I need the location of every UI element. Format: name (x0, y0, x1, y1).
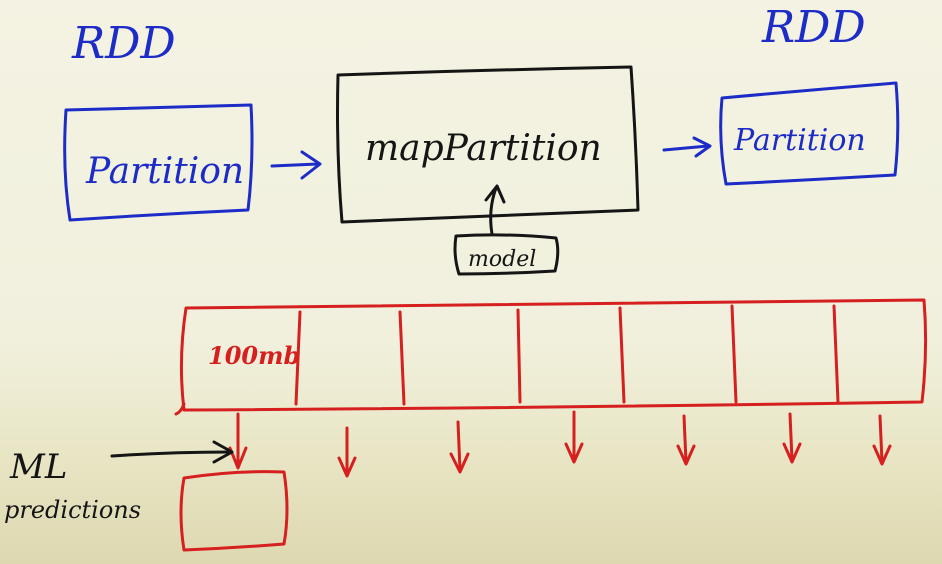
prediction-output-box (179, 470, 289, 552)
dataset-divider (398, 310, 406, 406)
model-box (453, 233, 560, 276)
dataset-divider (516, 308, 522, 404)
down-arrow-7 (872, 414, 892, 466)
output-arrows (228, 410, 892, 478)
down-arrow-1 (228, 412, 248, 470)
down-arrow-3 (449, 420, 470, 474)
arrow-to-right-partition (662, 136, 712, 158)
ml-label: ML (9, 447, 67, 487)
predictions-label: predictions (4, 496, 141, 524)
first-cell-size-label: 100mb (208, 341, 300, 370)
mappartition-box (336, 65, 640, 224)
ml-predictions-arrow (110, 440, 234, 464)
dataset-divider (730, 304, 738, 404)
down-arrow-2 (337, 426, 357, 478)
down-arrow-6 (782, 412, 802, 464)
right-partition-box (719, 81, 900, 186)
arrow-to-mappartition (270, 150, 322, 180)
right-rdd-heading: RDD (761, 2, 866, 53)
down-arrow-4 (564, 410, 584, 464)
dataset-divider (832, 304, 840, 404)
dataset-divider (618, 306, 626, 404)
down-arrow-5 (676, 414, 696, 466)
model-arrow-up (484, 184, 506, 236)
dataset-divider (294, 310, 302, 406)
dataset-strip (174, 298, 928, 416)
model-label: model (468, 247, 536, 272)
left-rdd-heading: RDD (71, 18, 176, 69)
left-partition-label: Partition (85, 151, 244, 192)
right-partition-label: Partition (733, 123, 866, 158)
left-partition-box (63, 103, 254, 222)
mappartition-label: mapPartition (365, 128, 602, 169)
